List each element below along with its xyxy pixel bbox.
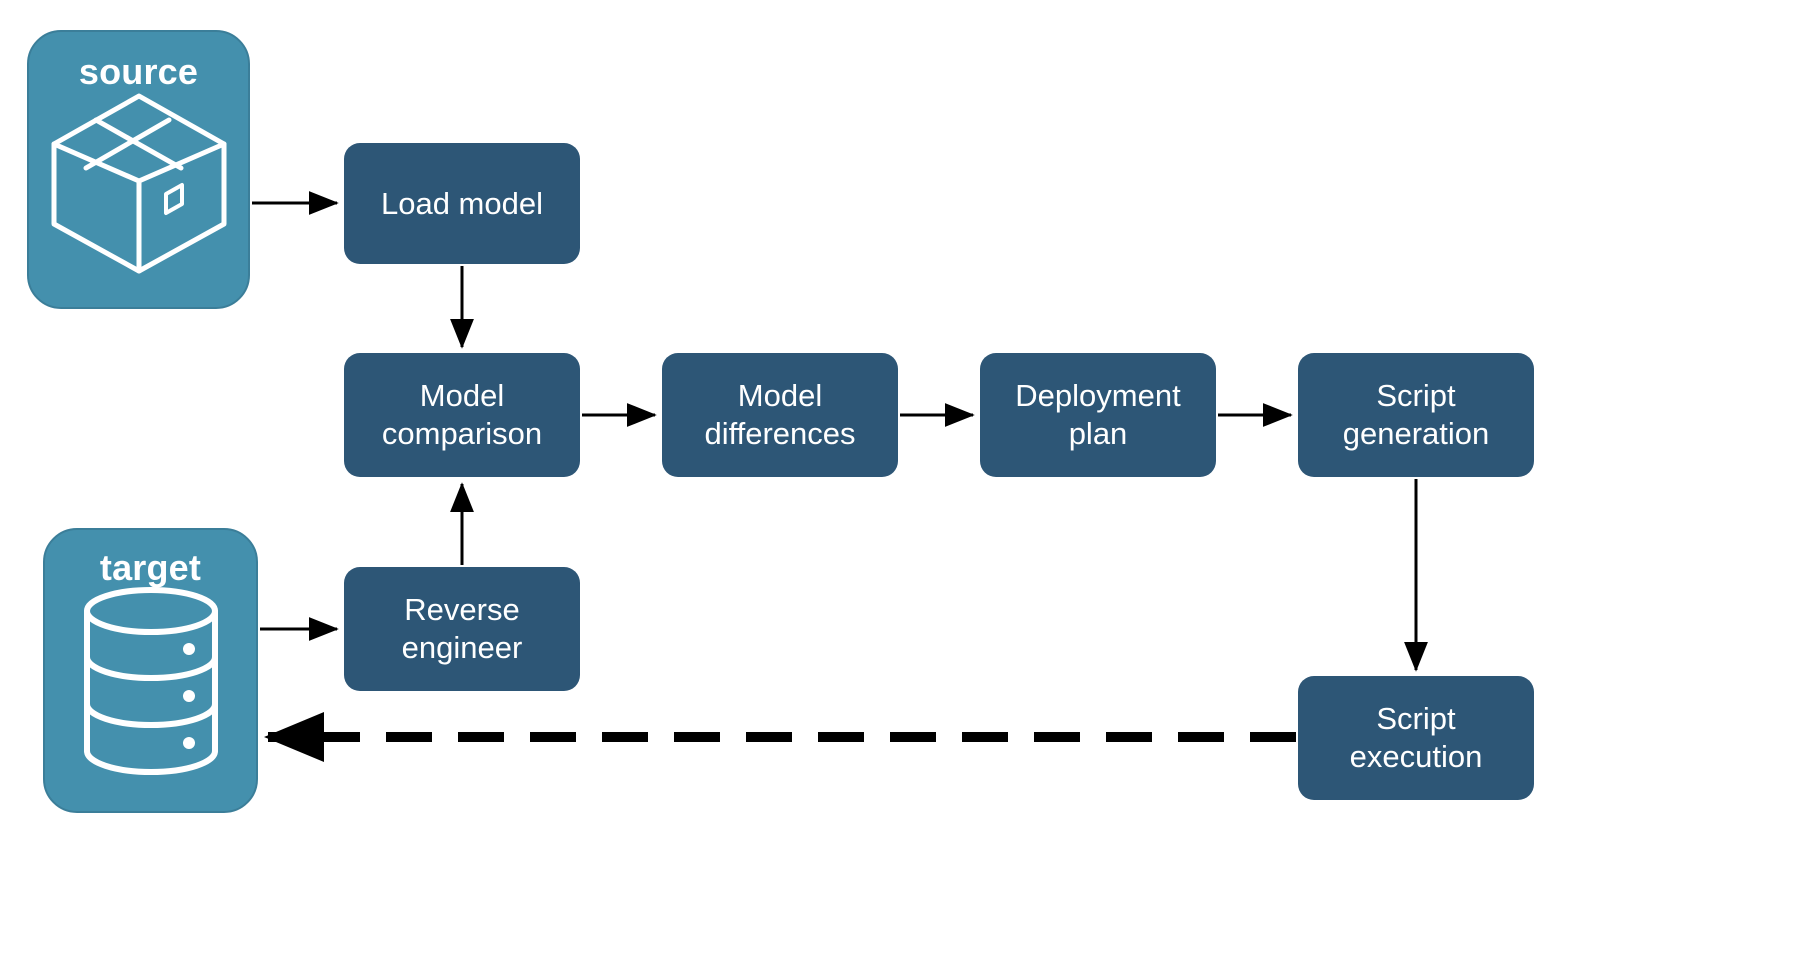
process-node-script-generation[interactable]: Script generation	[1298, 353, 1534, 477]
endpoint-node-target[interactable]: target	[43, 528, 258, 813]
process-label-line: differences	[704, 416, 856, 451]
process-label-line: generation	[1342, 416, 1490, 451]
process-label-line: execution	[1349, 739, 1483, 774]
process-node-label: Reverse engineer	[402, 591, 523, 667]
process-label-line: Script	[1376, 378, 1456, 414]
process-node-label: Model differences	[704, 377, 855, 453]
endpoint-node-source[interactable]: source	[27, 30, 250, 309]
process-node-label: Deployment plan	[1015, 377, 1180, 453]
package-box-icon	[48, 90, 230, 281]
database-cylinder-icon	[76, 586, 226, 781]
process-label-line: Model	[737, 378, 823, 414]
endpoint-title-target: target	[99, 547, 202, 588]
process-label-line: Reverse	[404, 592, 520, 628]
process-label-line: Load model	[380, 185, 543, 221]
endpoint-title-source: source	[78, 51, 199, 92]
process-node-label: Model comparison	[382, 377, 542, 453]
process-node-reverse-engineer[interactable]: Reverse engineer	[344, 567, 580, 691]
process-node-label: Script execution	[1350, 700, 1483, 776]
process-label-line: Model	[419, 378, 505, 414]
process-node-script-execution[interactable]: Script execution	[1298, 676, 1534, 800]
process-node-deployment-plan[interactable]: Deployment plan	[980, 353, 1216, 477]
process-node-label: Script generation	[1343, 377, 1490, 453]
process-node-model-differences[interactable]: Model differences	[662, 353, 898, 477]
process-label-line: plan	[1068, 416, 1128, 451]
process-node-model-comparison[interactable]: Model comparison	[344, 353, 580, 477]
process-node-label: Load model	[381, 185, 543, 223]
process-label-line: comparison	[381, 416, 543, 451]
process-label-line: Script	[1376, 701, 1456, 737]
process-node-load-model[interactable]: Load model	[344, 143, 580, 264]
process-label-line: Deployment	[1015, 378, 1181, 414]
process-label-line: engineer	[401, 630, 523, 665]
